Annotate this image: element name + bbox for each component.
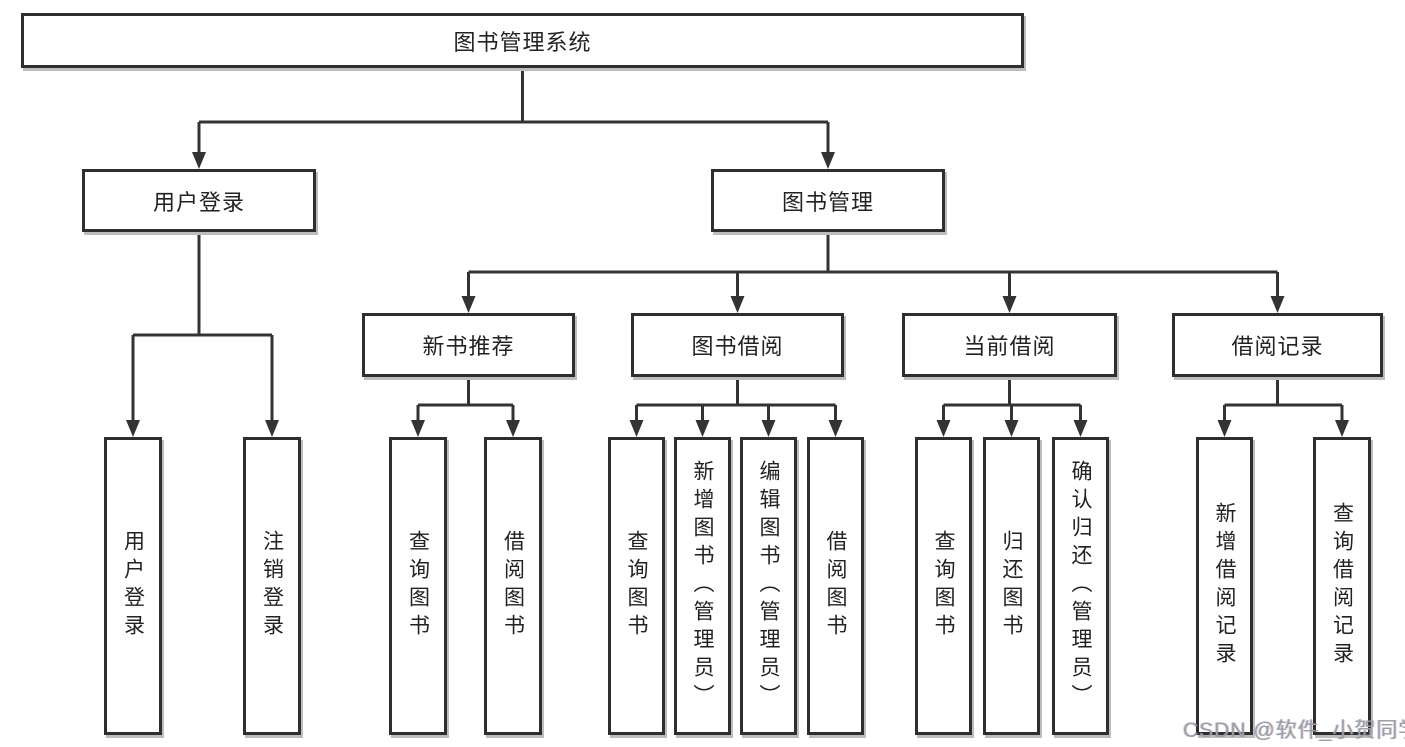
node-label: 图书管理	[781, 189, 874, 215]
leaf-borrow-books: 借阅图书	[807, 437, 864, 735]
node-label: 查询图书	[932, 530, 955, 642]
node-label: 图书借阅	[691, 334, 784, 359]
node-label: 借阅图书	[824, 530, 847, 642]
leaf-user-login: 用户登录	[104, 437, 162, 735]
arrowhead	[265, 420, 279, 437]
connector-borrowing-records	[1223, 377, 1344, 424]
leaf-add-books-admin: 新增图书（管理员）	[674, 437, 731, 735]
leaf-query-books-recommend: 查询图书	[389, 437, 447, 735]
leaf-query-books-current: 查询图书	[915, 437, 972, 735]
node-book-management: 图书管理	[711, 169, 945, 232]
arrowhead	[761, 420, 776, 437]
node-borrowing-records: 借阅记录	[1172, 313, 1383, 377]
arrowhead	[1004, 420, 1019, 437]
arrowhead	[821, 152, 835, 169]
node-label: 当前借阅	[963, 334, 1056, 359]
arrowhead	[506, 420, 520, 437]
connector-book-borrowing	[635, 377, 837, 424]
connector-new-book-recommend	[416, 377, 515, 424]
connector-user-login	[131, 232, 274, 424]
node-label: 查询图书	[625, 530, 648, 642]
node-label: 确认归还（管理员）	[1069, 460, 1092, 712]
connector-root	[197, 68, 830, 156]
leaf-borrow-books-recommend: 借阅图书	[484, 437, 542, 735]
arrowhead	[461, 296, 476, 313]
leaf-add-borrow-record: 新增借阅记录	[1196, 437, 1253, 735]
node-label: 用户登录	[152, 189, 245, 215]
node-current-borrowing: 当前借阅	[902, 313, 1117, 377]
connector-book-management	[467, 232, 1279, 300]
node-label: 借阅记录	[1231, 334, 1324, 359]
node-label: 编辑图书（管理员）	[757, 460, 780, 712]
arrowhead	[629, 420, 644, 437]
arrowhead	[1002, 296, 1017, 313]
node-label: 归还图书	[1000, 530, 1023, 642]
node-new-book-recommend: 新书推荐	[362, 313, 575, 377]
node-label: 注销登录	[260, 530, 284, 642]
arrowhead	[1335, 420, 1349, 437]
arrowhead	[411, 420, 425, 437]
node-label: 用户登录	[121, 530, 145, 642]
leaf-query-books-borrowing: 查询图书	[608, 437, 665, 735]
leaf-logout: 注销登录	[243, 437, 301, 735]
arrowhead	[695, 420, 710, 437]
arrowhead	[126, 420, 140, 437]
node-label: 新书推荐	[422, 334, 515, 359]
node-library-system: 图书管理系统	[21, 13, 1024, 68]
leaf-confirm-return-admin: 确认归还（管理员）	[1052, 437, 1109, 735]
node-label: 图书管理系统	[453, 29, 592, 55]
arrowhead	[936, 420, 951, 437]
node-book-borrowing: 图书借阅	[631, 313, 844, 377]
arrowhead	[1217, 420, 1232, 437]
node-user-login: 用户登录	[82, 169, 316, 232]
node-label: 借阅图书	[501, 530, 525, 642]
arrowhead	[828, 420, 843, 437]
leaf-edit-books-admin: 编辑图书（管理员）	[740, 437, 797, 735]
connector-current-borrowing	[942, 377, 1082, 424]
csdn-watermark: CSDN @软件_小贺同学	[1183, 719, 1405, 742]
arrowhead	[192, 152, 206, 169]
arrowhead	[1073, 420, 1088, 437]
leaf-return-books: 归还图书	[983, 437, 1040, 735]
node-label: 查询借阅记录	[1330, 502, 1354, 670]
arrowhead	[1270, 296, 1285, 313]
node-label: 新增图书（管理员）	[691, 460, 714, 712]
arrowhead	[730, 296, 745, 313]
node-label: 查询图书	[406, 530, 430, 642]
node-label: 新增借阅记录	[1213, 502, 1236, 670]
leaf-query-borrow-record: 查询借阅记录	[1313, 437, 1371, 735]
